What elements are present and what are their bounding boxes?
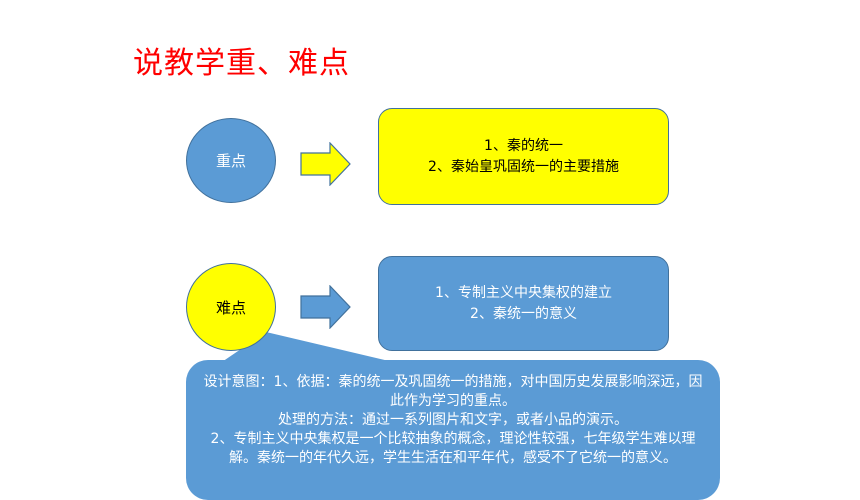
difficult-point-box: 1、专制主义中央集权的建立 2、秦统一的意义 xyxy=(378,256,669,351)
key-point-item: 1、秦的统一 xyxy=(484,137,563,154)
key-point-label: 重点 xyxy=(215,152,246,170)
slide-title: 说教学重、难点 xyxy=(133,46,350,81)
difficult-point-circle: 难点 xyxy=(186,263,276,351)
design-intent-text: 设计意图：1、依据：秦的统一及巩固统一的措施，对中国历史发展影响深远，因此作为学… xyxy=(203,374,703,409)
difficult-point-item: 1、专制主义中央集权的建立 xyxy=(435,284,612,301)
method-text: 处理的方法：通过一系列图片和文字，或者小品的演示。 xyxy=(278,412,628,428)
key-point-box: 1、秦的统一 2、秦始皇巩固统一的主要措施 xyxy=(378,108,669,205)
key-point-arrow-icon xyxy=(300,142,351,186)
difficult-point-label: 难点 xyxy=(215,298,246,317)
difficult-point-arrow-icon xyxy=(300,285,351,329)
key-point-circle: 重点 xyxy=(186,118,276,203)
difficulty-reason-text: 2、专制主义中央集权是一个比较抽象的概念，理论性较强，七年级学生难以理解。秦统一… xyxy=(210,431,696,466)
design-intent-callout: 设计意图：1、依据：秦的统一及巩固统一的措施，对中国历史发展影响深远，因此作为学… xyxy=(186,360,720,500)
callout-pointer xyxy=(216,332,410,366)
key-point-item: 2、秦始皇巩固统一的主要措施 xyxy=(428,158,619,175)
difficult-point-item: 2、秦统一的意义 xyxy=(470,305,577,322)
